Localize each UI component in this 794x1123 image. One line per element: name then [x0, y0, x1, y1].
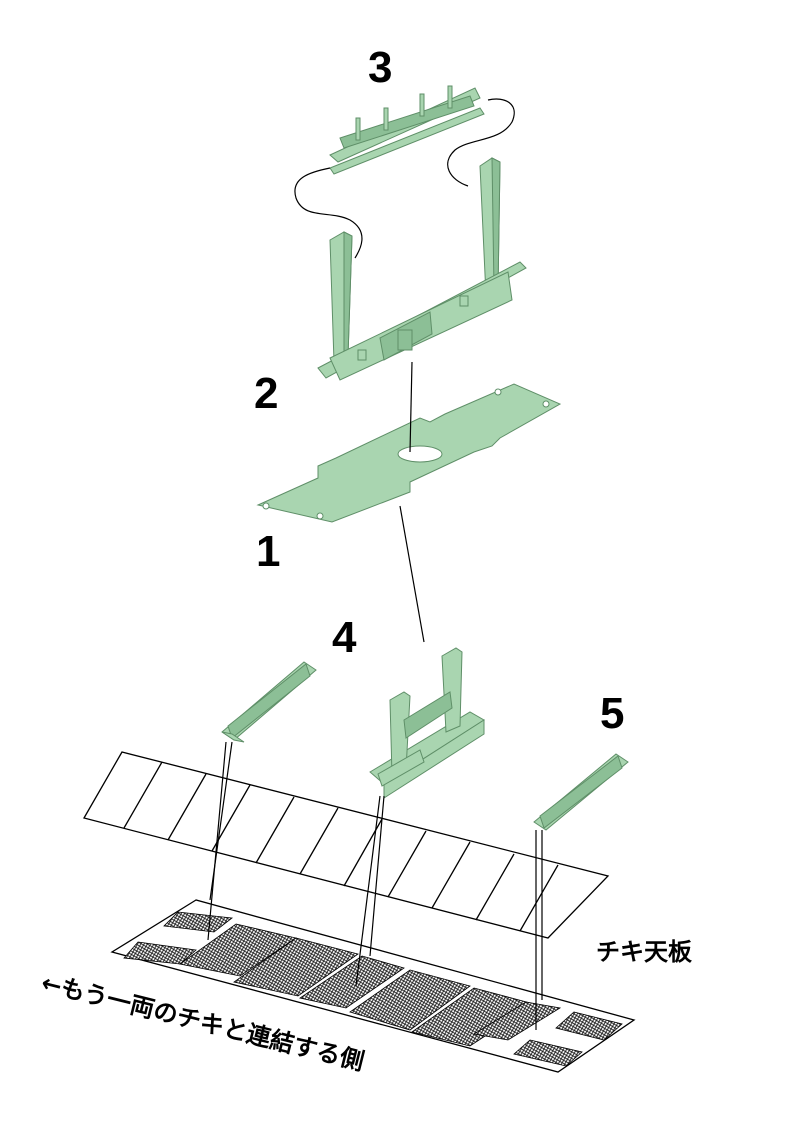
- part-number-5: 5: [600, 689, 624, 738]
- coupling-side-label: ←もう一両のチキと連結する側: [39, 969, 367, 1076]
- part-4-center-assembly: [369, 647, 485, 799]
- wavy-connector-left: [294, 167, 363, 259]
- deck-label: チキ天板: [596, 938, 693, 966]
- wavy-connector-right: [447, 98, 515, 187]
- leader-1-to-4: [399, 505, 425, 643]
- part-5-rail-right: [533, 753, 629, 831]
- part-number-2: 2: [254, 369, 278, 418]
- part-4-rail-left: [221, 661, 317, 743]
- part-2-frame: [317, 157, 527, 381]
- mesh-base: [110, 899, 636, 1073]
- part-1-plate: [256, 383, 562, 523]
- part-number-4: 4: [332, 613, 357, 662]
- deck-outline: [83, 751, 610, 939]
- part-number-1: 1: [256, 527, 280, 576]
- leader-lines: [207, 741, 543, 1030]
- part-number-3: 3: [368, 43, 392, 92]
- part-3-top-beam: [329, 85, 485, 175]
- leader-2-to-1: [409, 361, 413, 453]
